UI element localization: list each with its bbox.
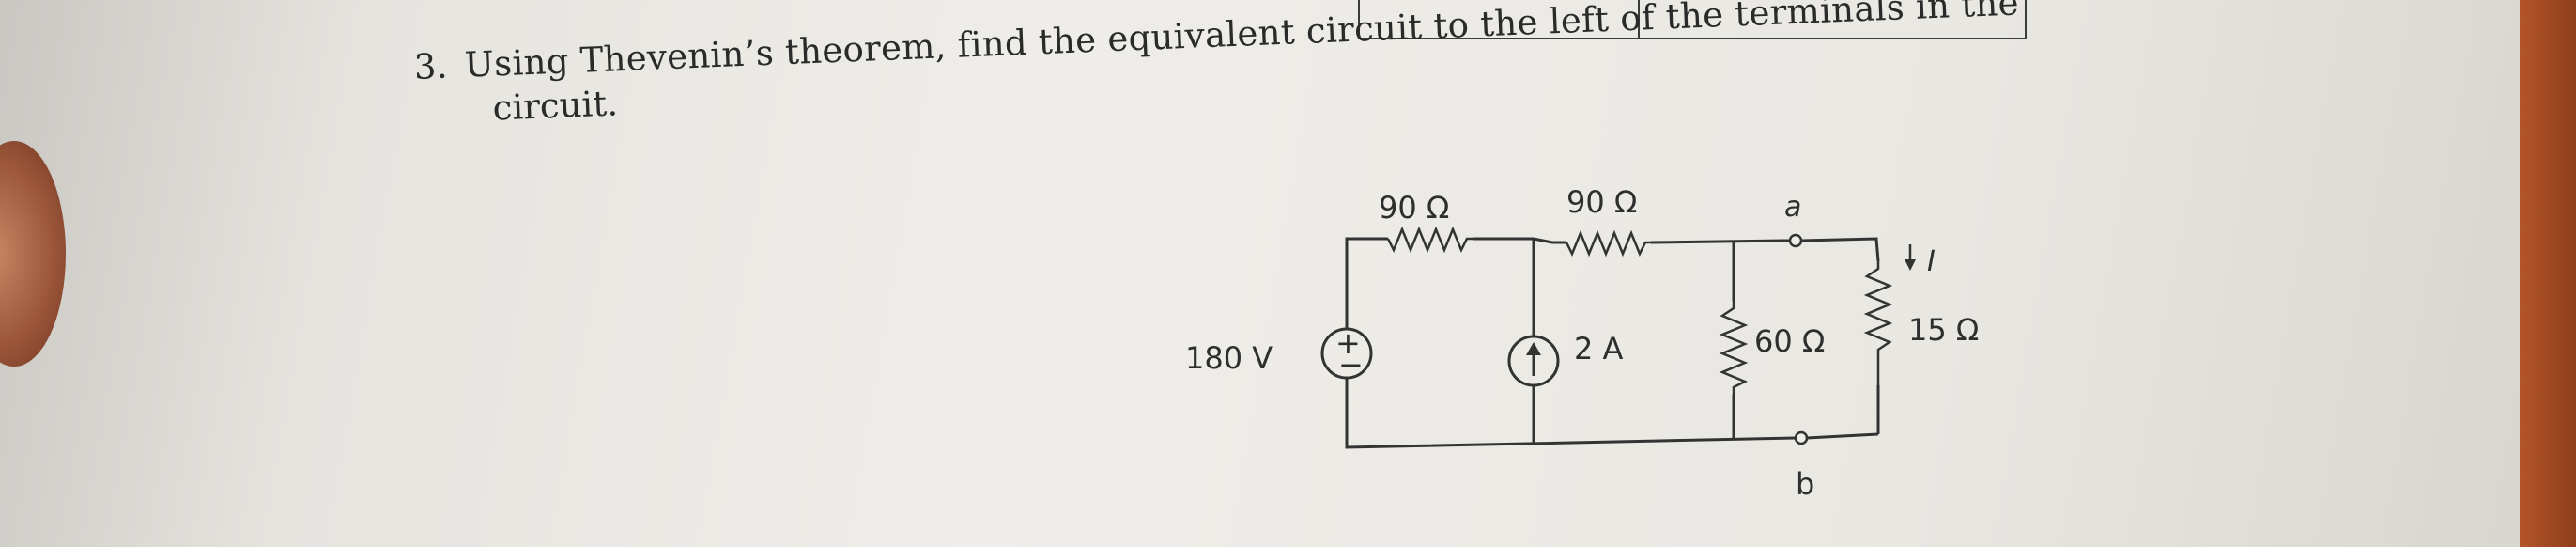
terminal-a-label: a (1784, 191, 1801, 224)
circuit-wires (1345, 237, 1880, 449)
resistor-left-90 (1386, 226, 1473, 254)
resistor-load-label: 15 Ω (1908, 312, 1979, 348)
resistor-left-label: 90 Ω (1379, 190, 1449, 226)
current-source (1507, 335, 1560, 387)
current-arrow (1905, 244, 1916, 271)
voltage-source-minus: − (1338, 347, 1364, 383)
current-source-label: 2 A (1574, 331, 1624, 367)
current-label: I (1927, 245, 1936, 278)
terminal-b-node (1794, 430, 1809, 445)
answer-box (1358, 0, 2027, 39)
resistor-load-15 (1863, 261, 1893, 385)
resistor-middle-label: 90 Ω (1566, 184, 1637, 220)
terminal-b-label: b (1796, 466, 1814, 502)
resistor-shunt-label: 60 Ω (1754, 323, 1825, 359)
voltage-source-plus: + (1335, 325, 1361, 361)
voltage-source: + − (1320, 325, 1373, 383)
desk-background (2520, 0, 2576, 547)
terminal-a-node (1788, 233, 1803, 248)
voltage-source-label: 180 V (1185, 340, 1273, 376)
answer-box-divider (1638, 0, 1640, 38)
resistor-middle-90 (1565, 229, 1651, 258)
resistor-shunt-60 (1719, 301, 1749, 395)
